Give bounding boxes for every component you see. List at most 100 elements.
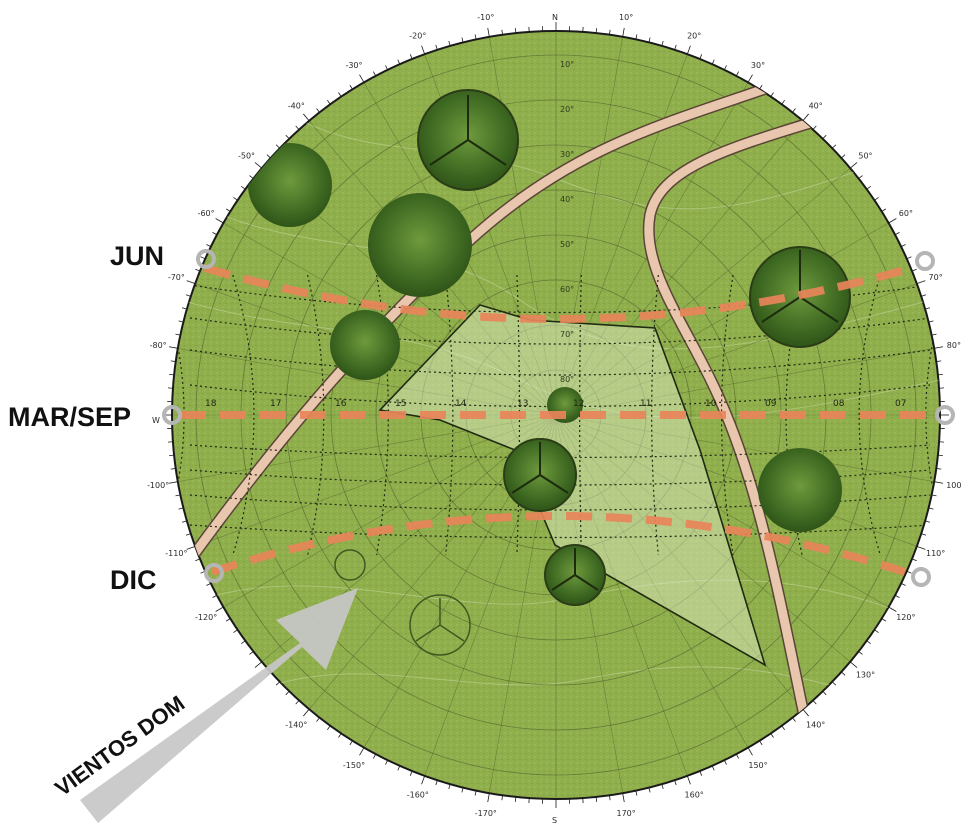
tick-mark bbox=[254, 661, 263, 668]
tick-mark bbox=[921, 533, 927, 536]
bearing-line bbox=[555, 348, 935, 416]
tick-mark bbox=[888, 218, 897, 224]
tick-mark bbox=[812, 700, 817, 705]
hour-label: 09 bbox=[765, 399, 777, 409]
tick-mark bbox=[327, 100, 331, 105]
tick-mark bbox=[759, 740, 763, 746]
tick-mark bbox=[338, 92, 342, 97]
cardinal-south: S bbox=[552, 816, 557, 825]
bearing-line bbox=[555, 414, 917, 547]
tick-mark bbox=[448, 40, 451, 46]
tick-mark bbox=[461, 37, 464, 43]
tick-mark bbox=[225, 618, 231, 622]
tick-mark bbox=[595, 796, 598, 802]
season-label-june: JUN bbox=[110, 241, 164, 271]
tick-mark bbox=[200, 256, 206, 260]
tick-mark bbox=[338, 733, 342, 738]
tick-mark bbox=[303, 113, 310, 122]
season-label-december: DIC bbox=[110, 565, 157, 595]
bearing-line bbox=[555, 414, 889, 608]
tick-mark bbox=[831, 681, 837, 686]
tick-mark bbox=[233, 197, 238, 201]
bearing-label: -140° bbox=[285, 720, 307, 729]
tick-mark bbox=[648, 37, 651, 43]
bearing-label: 60° bbox=[899, 209, 913, 218]
bearing-line bbox=[555, 222, 889, 416]
sun-path-december bbox=[210, 512, 907, 576]
tick-mark bbox=[723, 65, 727, 71]
bearing-label: 50° bbox=[858, 151, 872, 160]
tick-mark bbox=[888, 606, 897, 612]
tick-mark bbox=[866, 186, 871, 190]
bearing-line bbox=[555, 54, 688, 416]
bearing-line bbox=[555, 414, 804, 710]
tick-mark bbox=[735, 71, 739, 77]
bearing-label: 10° bbox=[619, 13, 633, 22]
tick-mark bbox=[275, 681, 281, 686]
tick-mark bbox=[474, 790, 477, 796]
bearing-line bbox=[489, 36, 557, 416]
bearing-label: -120° bbox=[195, 613, 217, 622]
tick-mark bbox=[303, 708, 310, 717]
tick-mark bbox=[295, 125, 300, 130]
tree-icon bbox=[248, 143, 332, 227]
tick-mark bbox=[759, 84, 763, 90]
tree-icon bbox=[503, 438, 577, 512]
tick-mark bbox=[349, 84, 353, 90]
bearing-line bbox=[555, 283, 917, 416]
tick-mark bbox=[900, 582, 906, 586]
tick-mark bbox=[894, 594, 900, 598]
tick-mark bbox=[474, 34, 477, 40]
ring-icon bbox=[204, 563, 224, 583]
tick-mark bbox=[841, 671, 846, 676]
tick-mark bbox=[327, 725, 331, 730]
hour-label: 14 bbox=[455, 399, 467, 409]
bearing-line bbox=[555, 414, 851, 663]
tick-mark bbox=[295, 700, 300, 705]
tick-mark bbox=[241, 640, 246, 644]
tick-mark bbox=[435, 780, 438, 786]
bearing-label: -70° bbox=[168, 273, 185, 282]
tick-mark bbox=[195, 268, 201, 272]
tick-mark bbox=[661, 784, 664, 790]
tick-mark bbox=[501, 795, 503, 801]
bearing-label: -100° bbox=[147, 481, 169, 490]
tick-mark bbox=[841, 154, 846, 159]
cardinal-west: W bbox=[152, 416, 160, 425]
bearing-label: 20° bbox=[687, 31, 701, 40]
tick-mark bbox=[266, 154, 271, 159]
tick-mark bbox=[385, 759, 389, 765]
tick-mark bbox=[254, 162, 263, 169]
bearing-label: -50° bbox=[238, 151, 255, 160]
bearing-line bbox=[555, 414, 688, 776]
tick-mark bbox=[661, 40, 664, 46]
season-markers bbox=[162, 249, 955, 587]
tick-mark bbox=[792, 717, 796, 722]
tick-mark bbox=[461, 787, 464, 793]
tick-mark bbox=[186, 280, 196, 285]
altitude-label: 80° bbox=[560, 375, 574, 384]
tick-mark bbox=[822, 134, 827, 140]
tick-mark bbox=[699, 770, 703, 776]
bearing-label: -80° bbox=[150, 341, 167, 350]
tick-mark bbox=[735, 753, 739, 759]
tick-mark bbox=[723, 759, 727, 765]
tick-mark bbox=[674, 780, 677, 786]
bearing-line bbox=[177, 348, 557, 416]
tick-mark bbox=[514, 796, 517, 802]
bearing-label: 120° bbox=[896, 613, 915, 622]
tick-mark bbox=[397, 765, 401, 771]
bearing-line bbox=[555, 167, 851, 416]
tick-mark bbox=[925, 307, 931, 310]
tick-mark bbox=[925, 520, 931, 523]
tick-mark bbox=[501, 29, 503, 35]
tick-mark bbox=[215, 218, 224, 224]
bearing-label: 150° bbox=[748, 761, 767, 770]
tick-mark bbox=[175, 494, 181, 497]
tick-mark bbox=[934, 481, 944, 484]
tick-mark bbox=[233, 629, 238, 633]
tick-mark bbox=[275, 144, 281, 149]
tick-mark bbox=[241, 186, 246, 190]
tick-mark bbox=[635, 790, 638, 796]
